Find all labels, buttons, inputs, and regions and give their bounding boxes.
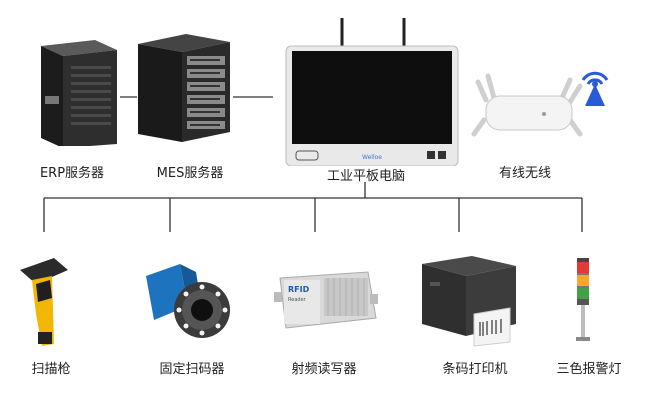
label-alarm-light: 三色报警灯 bbox=[556, 362, 622, 377]
tablet-brand-text: Welloe bbox=[362, 154, 382, 161]
rfid-reader-image: RFID Reader bbox=[274, 271, 378, 329]
label-erp-server: ERP服务器 bbox=[39, 166, 105, 181]
label-rfid-reader: 射频读写器 bbox=[291, 362, 357, 377]
erp-server-image bbox=[41, 40, 117, 146]
label-router: 有线无线 bbox=[498, 166, 552, 181]
alarm-light-image bbox=[576, 258, 590, 341]
rfid-sub-text: Reader bbox=[288, 297, 307, 303]
label-barcode-printer: 条码打印机 bbox=[442, 362, 508, 377]
label-barcode-scanner: 扫描枪 bbox=[31, 362, 71, 377]
industrial-tablet-image: Welloe bbox=[285, 18, 459, 166]
wifi-icon bbox=[581, 71, 609, 106]
mes-server-image bbox=[138, 34, 230, 142]
label-industrial-tablet: 工业平板电脑 bbox=[326, 169, 406, 184]
router-image bbox=[471, 73, 583, 137]
label-mes-server: MES服务器 bbox=[156, 166, 224, 181]
barcode-scanner-image bbox=[20, 258, 68, 346]
rfid-logo-text: RFID bbox=[288, 285, 310, 294]
label-fixed-scanner: 固定扫码器 bbox=[159, 362, 225, 377]
fixed-scanner-image bbox=[146, 264, 230, 338]
barcode-printer-image bbox=[422, 256, 516, 347]
